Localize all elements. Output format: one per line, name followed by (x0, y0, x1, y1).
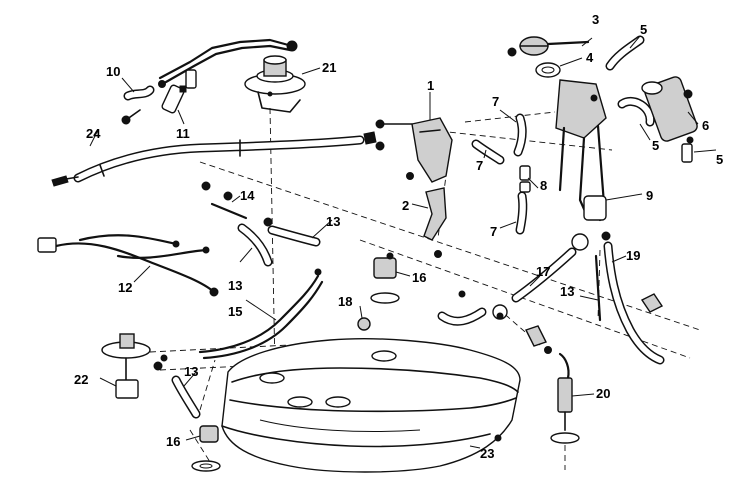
callout-7-c: 7 (490, 224, 497, 239)
clip-8 (519, 165, 531, 193)
callout-6: 6 (702, 118, 709, 133)
callout-13-right: 13 (560, 284, 574, 299)
canister-6 (641, 76, 698, 142)
callout-8: 8 (540, 178, 547, 193)
callout-15: 15 (228, 304, 242, 319)
callout-17: 17 (536, 264, 550, 279)
callout-3: 3 (592, 12, 599, 27)
callout-10: 10 (106, 64, 120, 79)
fuel-tank-23 (221, 338, 521, 473)
hose-7-c (515, 191, 528, 235)
callout-13-bottom: 13 (184, 364, 198, 379)
clip-5-right (681, 136, 694, 163)
callout-2: 2 (402, 198, 409, 213)
filler-gasket-4 (535, 62, 561, 78)
hose-13-top (267, 225, 321, 247)
breather-hose-19 (601, 231, 665, 365)
wiring-harness-12 (37, 234, 219, 297)
sender-16-top (370, 252, 400, 304)
callout-7-b: 7 (476, 158, 483, 173)
callout-13-top: 13 (326, 214, 340, 229)
fuel-pipe-10 (121, 38, 294, 125)
callout-16-bottom: 16 (166, 434, 180, 449)
hose-24 (51, 131, 377, 187)
filler-neck-9 (555, 79, 607, 222)
callout-4: 4 (586, 50, 594, 65)
fuel-pump-cap-21 (244, 40, 306, 113)
filler-cap-3 (507, 36, 590, 57)
hose-5-top (605, 35, 645, 71)
callout-16-top: 16 (412, 270, 426, 285)
sender-16-bottom (191, 425, 221, 472)
callout-12: 12 (118, 280, 132, 295)
hose-7-b (471, 139, 505, 165)
callout-18: 18 (338, 294, 352, 309)
sender-20 (496, 312, 580, 444)
callout-numbers: 1 2 3 4 5 5 5 6 7 7 7 8 9 10 11 12 13 13… (74, 12, 723, 461)
callout-11: 11 (176, 126, 190, 141)
callout-22: 22 (74, 372, 88, 387)
fuel-pump-22 (101, 333, 168, 399)
fuel-line-15 (198, 268, 324, 360)
callout-1: 1 (427, 78, 434, 93)
pipe-13-right (594, 254, 602, 322)
callout-21: 21 (322, 60, 336, 75)
hose-13-bottom (171, 375, 201, 419)
callout-7-a: 7 (492, 94, 499, 109)
bracket-2 (406, 172, 447, 258)
hose-5-middle (617, 96, 655, 127)
callout-9: 9 (646, 188, 653, 203)
joint-14 (201, 181, 273, 227)
callout-19: 19 (626, 248, 640, 263)
callout-20: 20 (596, 386, 610, 401)
callout-14: 14 (240, 188, 255, 203)
callout-23: 23 (480, 446, 494, 461)
heat-shield-1 (375, 117, 453, 183)
hose-7-a (513, 113, 527, 157)
grommet-18 (357, 317, 371, 331)
hose-13-left (237, 223, 273, 267)
callout-24: 24 (86, 126, 101, 141)
leader-lines (89, 35, 717, 449)
callout-5-middle: 5 (652, 138, 659, 153)
callout-5-top: 5 (640, 22, 647, 37)
callout-13-left: 13 (228, 278, 242, 293)
filler-hose-17 (437, 233, 589, 326)
callout-5-right: 5 (716, 152, 723, 167)
fuel-filter-11 (161, 84, 187, 114)
